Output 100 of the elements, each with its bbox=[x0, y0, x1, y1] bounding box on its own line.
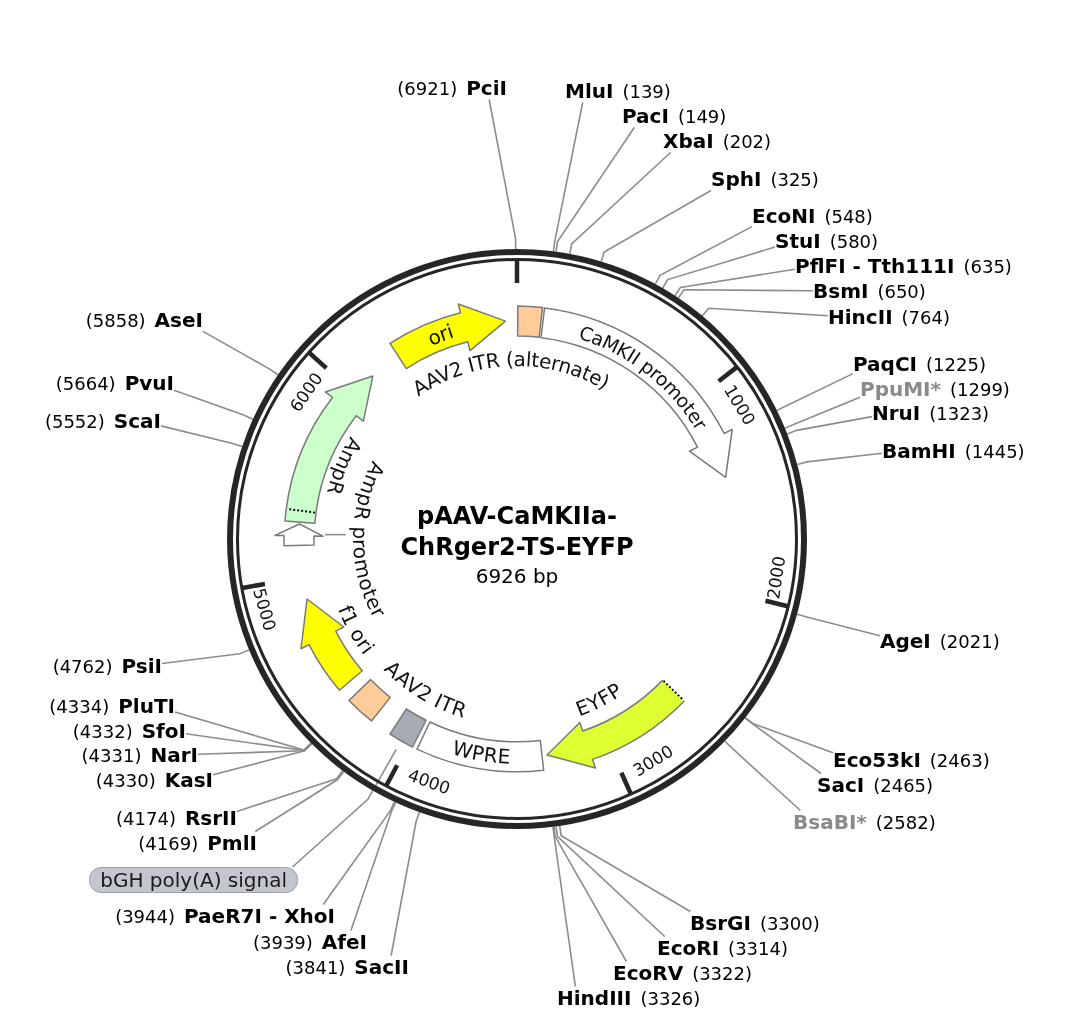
enzyme-name: SacII bbox=[354, 955, 409, 979]
enzyme-name: BsrGI bbox=[690, 911, 751, 935]
enzyme-name: BsaBI* bbox=[793, 810, 867, 834]
cut-site-position: (4334) bbox=[49, 694, 110, 718]
cut-site-position: (580) bbox=[829, 229, 879, 253]
enzyme-name: RsrII bbox=[184, 806, 237, 830]
enzyme-name: HincII bbox=[828, 305, 893, 329]
enzyme-name: NruI bbox=[872, 401, 921, 425]
cut-site-position: (5552) bbox=[44, 409, 105, 433]
enzyme-name: NarI bbox=[150, 743, 198, 767]
leader-line bbox=[796, 613, 881, 637]
leader-line bbox=[161, 649, 250, 665]
cut-site-position: (3314) bbox=[728, 936, 788, 960]
enzyme-name: PsiI bbox=[121, 654, 162, 678]
leader-line bbox=[674, 268, 796, 297]
cut-site-position: (650) bbox=[877, 279, 926, 303]
enzyme-name: PvuI bbox=[124, 371, 174, 395]
leader-line bbox=[786, 415, 873, 435]
cut-site-position: (764) bbox=[901, 305, 950, 329]
enzyme-name: PflFI - Tth111I bbox=[795, 254, 955, 278]
leader-line bbox=[197, 742, 313, 756]
enzyme-name: ScaI bbox=[113, 409, 161, 433]
enzyme-name: SacI bbox=[817, 773, 865, 797]
leader-line bbox=[744, 717, 822, 775]
enzyme-name: EcoRV bbox=[613, 961, 684, 985]
enzyme-name: AgeI bbox=[880, 629, 931, 653]
cut-site-position: (5664) bbox=[55, 371, 116, 395]
enzyme-name: XbaI bbox=[663, 129, 714, 153]
feature-tag: bGH poly(A) signal bbox=[89, 867, 298, 893]
leader-line bbox=[160, 425, 243, 448]
enzyme-name: PaeR7I - XhoI bbox=[184, 904, 335, 928]
plasmid-length: 6926 bp bbox=[474, 563, 560, 589]
cut-site-position: (6921) bbox=[397, 76, 458, 100]
enzyme-name: EcoNI bbox=[752, 204, 816, 228]
leader-line bbox=[324, 533, 347, 536]
enzyme-name: PacI bbox=[622, 104, 669, 128]
enzyme-name: AseI bbox=[154, 308, 203, 332]
leader-line bbox=[600, 189, 712, 263]
cut-site-position: (2582) bbox=[875, 810, 936, 834]
enzyme-name: AfeI bbox=[321, 930, 367, 954]
leader-line bbox=[236, 769, 344, 813]
cut-site-position: (4169) bbox=[138, 831, 199, 855]
cut-site-position: (548) bbox=[824, 204, 873, 228]
plasmid-name: pAAV-CaMKIIa-ChRger2-TS-EYFP bbox=[399, 501, 635, 563]
cut-site-position: (202) bbox=[722, 129, 772, 153]
enzyme-name: PciI bbox=[466, 76, 507, 100]
enzyme-name: PluTI bbox=[118, 694, 175, 718]
leader-line bbox=[552, 825, 577, 988]
leader-line bbox=[677, 288, 814, 299]
tick-label: 2000 bbox=[763, 554, 790, 601]
cut-site-position: (3300) bbox=[759, 911, 820, 935]
enzyme-name: EcoRI bbox=[657, 936, 720, 960]
enzyme-name: PmlI bbox=[207, 831, 257, 855]
leader-line bbox=[254, 770, 345, 833]
cut-site-position: (3939) bbox=[252, 930, 313, 954]
enzyme-name: HindIII bbox=[557, 986, 632, 1010]
tick-label: 5000 bbox=[249, 586, 281, 634]
leader-line bbox=[796, 452, 883, 466]
enzyme-name: BamHI bbox=[882, 439, 956, 463]
cut-site-position: (4331) bbox=[81, 743, 142, 767]
cut-site-position: (3322) bbox=[692, 961, 752, 985]
leader-line bbox=[291, 748, 397, 868]
cut-site-position: (2021) bbox=[939, 629, 1000, 653]
enzyme-name: PaqCI bbox=[853, 352, 918, 376]
cut-site-position: (139) bbox=[622, 79, 671, 103]
leader-line bbox=[488, 98, 517, 250]
leader-line bbox=[661, 246, 776, 290]
leader-line bbox=[390, 811, 421, 957]
cut-site-position: (635) bbox=[963, 254, 1012, 278]
leader-line bbox=[555, 825, 666, 938]
enzyme-name: SphI bbox=[711, 167, 762, 191]
cut-site-position: (4332) bbox=[72, 719, 133, 743]
cut-site-position: (3326) bbox=[640, 986, 701, 1010]
enzyme-name: PpuMI* bbox=[860, 377, 941, 401]
leader-line bbox=[350, 801, 397, 932]
cut-site-position: (3944) bbox=[115, 904, 175, 928]
leader-line bbox=[202, 330, 279, 376]
cut-site-position: (1299) bbox=[950, 377, 1010, 401]
leader-line bbox=[776, 372, 854, 412]
leader-line bbox=[552, 101, 584, 253]
enzyme-name: SfoI bbox=[141, 719, 186, 743]
leader-line bbox=[569, 151, 672, 255]
cut-site-position: (5858) bbox=[85, 308, 146, 332]
leader-line bbox=[558, 825, 692, 913]
feature-label: ori bbox=[424, 319, 457, 351]
cut-site-position: (1225) bbox=[926, 352, 986, 376]
enzyme-name: KasI bbox=[164, 768, 213, 792]
leader-line bbox=[724, 740, 802, 812]
cut-site-position: (4330) bbox=[95, 768, 156, 792]
cut-site-position: (149) bbox=[677, 104, 727, 128]
leader-line bbox=[553, 825, 628, 963]
leader-line bbox=[744, 716, 834, 754]
enzyme-name: StuI bbox=[775, 229, 821, 253]
cut-site-position: (325) bbox=[770, 167, 819, 191]
enzyme-name: BsmI bbox=[813, 279, 869, 303]
cut-site-position: (4762) bbox=[52, 654, 113, 678]
cut-site-position: (2465) bbox=[873, 773, 934, 797]
leader-line bbox=[555, 126, 636, 253]
cut-site-position: (2463) bbox=[929, 748, 990, 772]
feature-label: EYFP bbox=[572, 677, 627, 722]
